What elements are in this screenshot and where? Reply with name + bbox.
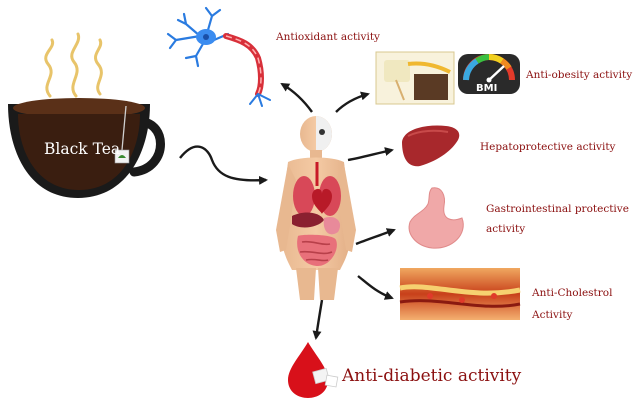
label-cholesterol-line2: Activity [531,309,573,321]
bmi-gauge-icon: BMI [458,54,520,94]
label-gastrointestinal-line2: activity [486,223,525,235]
arrow-to-antioxidant [282,84,312,112]
neuron-axon [226,36,261,94]
arrow-to-antidiabetic [316,300,322,338]
arrow-to-cholesterol [358,276,392,298]
arrow-tea-to-body [180,147,266,181]
label-antioxidant: Antioxidant activity [275,31,380,43]
artery-plaque-illustration [400,268,520,320]
label-antidiabetic: Anti-diabetic activity [341,366,522,386]
steam-swirl [95,40,101,94]
neuron-illustration [168,8,270,106]
steam-swirl [46,40,53,96]
steam-swirl [72,34,79,96]
svg-text:BMI: BMI [476,83,497,94]
arrow-to-gastrointestinal [356,230,394,244]
label-anti-obesity: Anti-obesity activity [525,69,632,81]
label-cholesterol-line1: Anti-Cholestrol [531,287,613,299]
label-gastrointestinal-line1: Gastrointestinal protective [486,203,629,215]
stomach-icon [409,188,463,248]
arrow-to-hepatoprotective [348,150,392,160]
anti-obesity-illustration [376,52,454,104]
arrow-to-anti-obesity [336,94,368,112]
tea-cup-illustration [8,34,161,198]
tea-cup-label: Black Tea [44,140,120,158]
label-hepatoprotective: Hepatoprotective activity [480,141,616,153]
human-anatomy-illustration [276,116,356,300]
blood-drop-sugar-icon [288,342,338,398]
